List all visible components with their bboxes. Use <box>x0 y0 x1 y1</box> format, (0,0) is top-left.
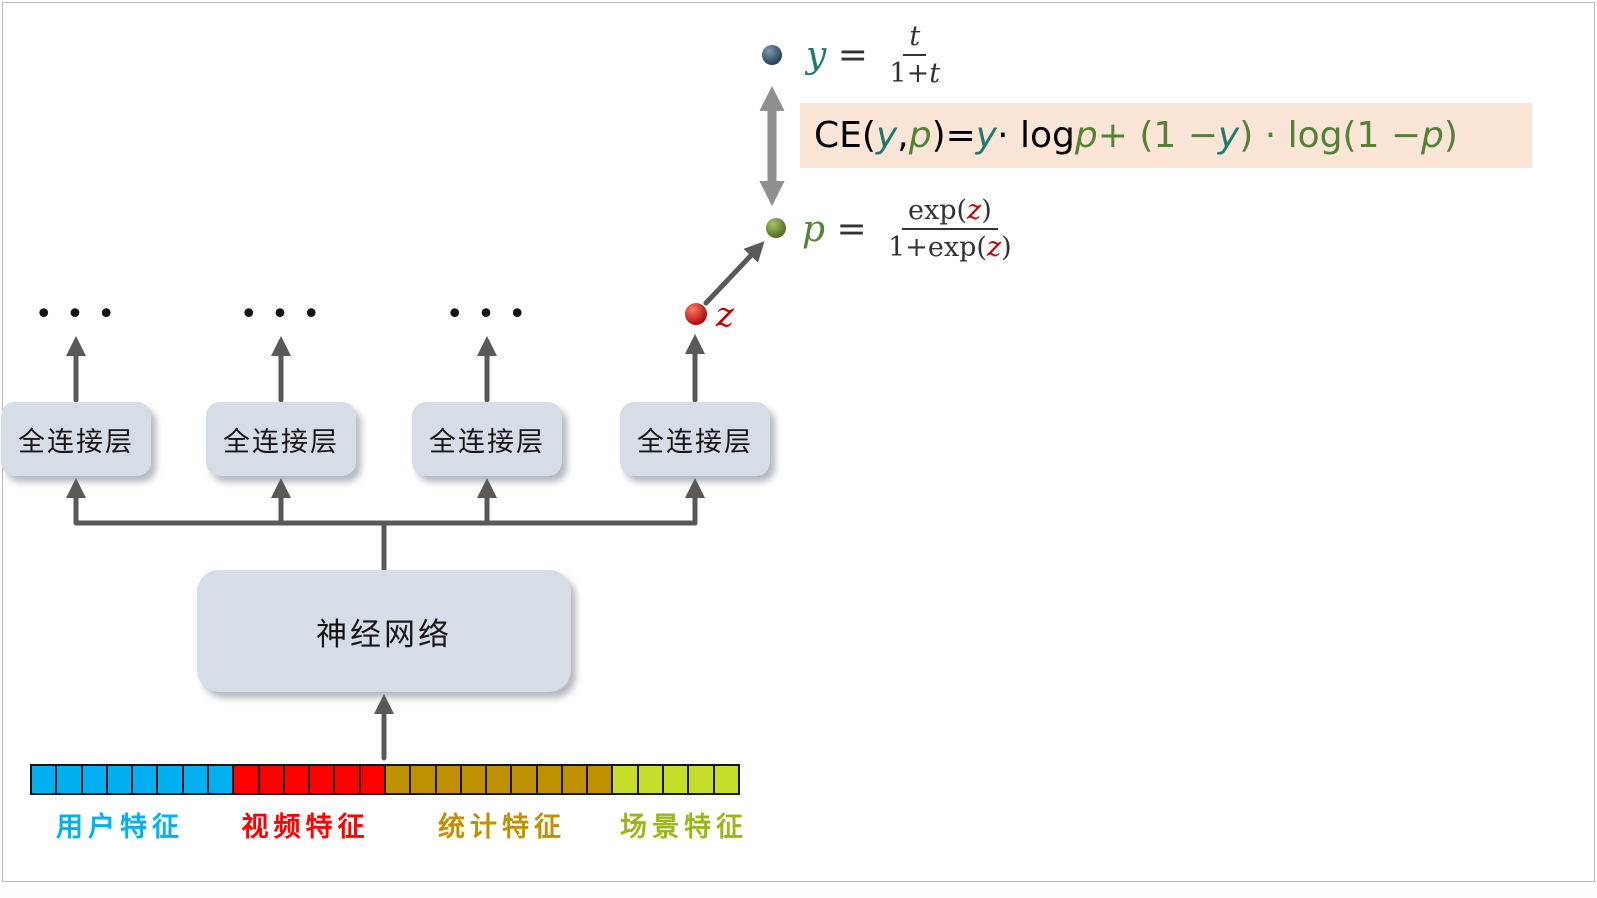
fc-layer-box-4: 全连接层 <box>620 402 770 476</box>
feature-cell-user <box>107 766 134 793</box>
feature-cell-video <box>234 766 260 793</box>
fc-layer-box-1: 全连接层 <box>1 402 151 476</box>
feature-cell-video <box>284 766 311 793</box>
z-label: z <box>716 295 734 335</box>
y-fraction: t 1+t <box>889 21 941 89</box>
y-node-dot <box>762 45 782 65</box>
feature-cell-stat <box>512 766 538 793</box>
feature-cell-user <box>208 766 235 793</box>
feature-cell-stat <box>537 766 563 793</box>
y-var: y <box>806 34 827 76</box>
feature-cell-stat <box>436 766 462 793</box>
p-var: p <box>802 208 826 250</box>
neural-network-box: 神经网络 <box>197 570 571 692</box>
feature-cell-video <box>360 766 386 793</box>
feature-cell-scene <box>664 766 690 793</box>
ellipsis-2: • • • <box>239 297 323 332</box>
fc-layer-label: 全连接层 <box>637 426 753 458</box>
p-node-dot <box>766 218 786 238</box>
feature-cell-user <box>133 766 159 793</box>
feature-label-scene: 场景特征 <box>620 812 748 843</box>
feature-cell-video <box>335 766 361 793</box>
neural-network-label: 神经网络 <box>316 616 452 653</box>
feature-cell-stat <box>487 766 513 793</box>
feature-cell-stat <box>411 766 437 793</box>
feature-label-video: 视频特征 <box>241 812 370 843</box>
feature-cell-stat <box>562 766 589 793</box>
arrow-z-to-p <box>703 241 765 306</box>
equals-sign: = <box>826 34 880 76</box>
feature-cell-scene <box>714 766 738 793</box>
fc-layer-box-2: 全连接层 <box>206 402 356 476</box>
feature-cell-video <box>259 766 285 793</box>
p-formula: p = exp(z) 1+exp(z) <box>802 192 1012 266</box>
p-fraction: exp(z) 1+exp(z) <box>888 195 1012 263</box>
feature-cell-stat <box>385 766 412 793</box>
ellipsis-3: • • • <box>445 297 529 332</box>
feature-cell-scene <box>689 766 715 793</box>
feature-cell-video <box>310 766 336 793</box>
feature-strip <box>30 764 740 795</box>
z-node-dot <box>685 303 707 325</box>
feature-label-user: 用户特征 <box>56 812 184 843</box>
feature-cell-user <box>32 766 58 793</box>
feature-cell-stat <box>588 766 614 793</box>
fc-layer-label: 全连接层 <box>18 426 134 458</box>
fc-layer-label: 全连接层 <box>429 426 545 458</box>
feature-cell-scene <box>638 766 665 793</box>
feature-cell-user <box>158 766 184 793</box>
fc-layer-box-3: 全连接层 <box>412 402 562 476</box>
feature-cell-stat <box>461 766 488 793</box>
equals-sign: = <box>825 208 879 250</box>
feature-cell-user <box>183 766 209 793</box>
ce-text: CE( <box>814 115 876 156</box>
feature-label-stat: 统计特征 <box>438 812 566 843</box>
fc-layer-label: 全连接层 <box>223 426 339 458</box>
feature-cell-user <box>57 766 83 793</box>
y-formula: y = t 1+t <box>806 21 941 89</box>
ellipsis-1: • • • <box>34 297 118 332</box>
feature-cell-user <box>82 766 108 793</box>
cross-entropy-formula: CE(y, p) = y · log p + (1 − y) · log(1 −… <box>800 103 1532 168</box>
feature-cell-scene <box>613 766 639 793</box>
